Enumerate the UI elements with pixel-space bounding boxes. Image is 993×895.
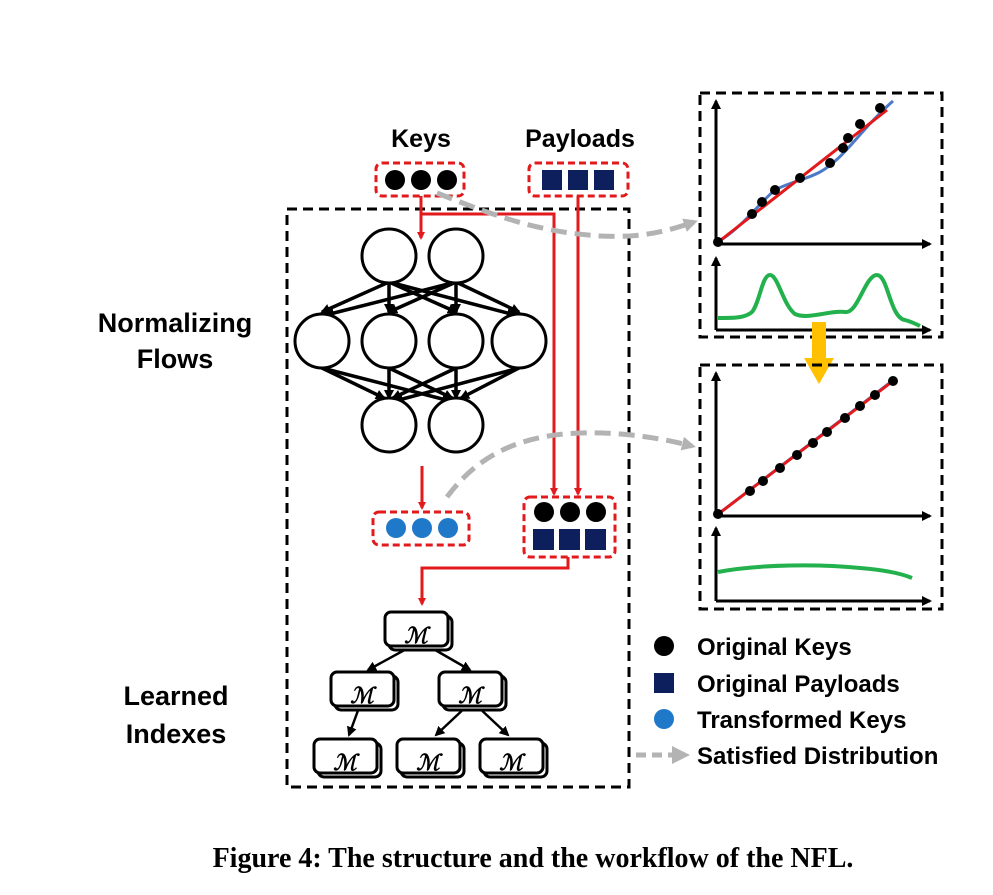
payload-square — [594, 170, 614, 190]
model-symbol: ℳ — [404, 623, 431, 649]
main-container-box — [285, 207, 631, 789]
transformed-keys-group — [371, 510, 471, 547]
density-curve — [717, 563, 913, 580]
model-symbol: ℳ — [499, 750, 526, 776]
payload-square — [585, 529, 606, 550]
transformed-key-dot — [438, 518, 458, 538]
model-symbol: ℳ — [458, 683, 485, 709]
legend-original-payloads-label: Original Payloads — [697, 671, 900, 698]
nn-node — [490, 312, 548, 370]
nn-node — [427, 312, 485, 370]
learned-indexes-label-line1: Learned — [123, 681, 228, 711]
nn-node — [427, 227, 485, 285]
legend-transformed-keys-icon — [654, 709, 674, 729]
legend-original-payloads-icon — [654, 673, 674, 693]
nn-edges — [320, 280, 521, 404]
model-symbol: ℳ — [416, 750, 443, 776]
satisfied-distribution-arrow — [444, 430, 696, 499]
model-symbol: ℳ — [350, 683, 377, 709]
normalizing-flows-label-line1: Normalizing — [98, 308, 253, 338]
transformed-key-dot — [412, 518, 432, 538]
linear-fit-line — [716, 379, 894, 517]
legend: Original Keys Original Payloads Transfor… — [636, 634, 938, 770]
model-node: ℳ — [395, 737, 466, 779]
nn-node — [293, 312, 351, 370]
model-symbol: ℳ — [333, 750, 360, 776]
legend-transformed-keys-label: Transformed Keys — [697, 707, 906, 734]
original-key-points — [713, 103, 885, 247]
original-key-dot — [385, 170, 405, 190]
model-node: ℳ — [312, 737, 383, 779]
legend-original-keys-label: Original Keys — [697, 634, 852, 661]
model-node: ℳ — [383, 610, 454, 652]
payload-square — [568, 170, 588, 190]
density-curve — [717, 272, 921, 328]
satisfied-distribution-arrow — [436, 190, 698, 239]
learned-indexes-label-line2: Indexes — [126, 719, 227, 749]
payload-square — [542, 170, 562, 190]
nn-nodes — [293, 227, 548, 454]
payload-square — [533, 529, 554, 550]
transformed-key-points — [713, 376, 898, 519]
nn-node — [427, 396, 485, 454]
legend-satisfied-distribution-label: Satisfied Distribution — [697, 743, 938, 770]
original-key-dot — [560, 502, 580, 522]
keys-label: Keys — [391, 125, 451, 153]
nn-node — [360, 227, 418, 285]
model-node: ℳ — [478, 737, 549, 779]
original-key-dot — [534, 502, 554, 522]
legend-original-keys-icon — [654, 636, 674, 656]
legend-dashed-arrow-head-icon — [672, 746, 690, 764]
nn-node — [360, 396, 418, 454]
model-node: ℳ — [329, 670, 400, 712]
figure-caption: Figure 4: The structure and the workflow… — [213, 843, 854, 874]
payload-square — [559, 529, 580, 550]
original-key-dot — [411, 170, 431, 190]
nn-node — [360, 312, 418, 370]
red-flow-lines — [417, 196, 582, 606]
original-distribution-panel — [698, 91, 944, 339]
combined-keys-payloads-group — [522, 495, 617, 559]
transformed-distribution-panel — [698, 363, 944, 611]
model-node: ℳ — [437, 670, 508, 712]
payloads-label: Payloads — [525, 125, 635, 153]
original-keys-group — [374, 161, 466, 198]
original-key-dot — [586, 502, 606, 522]
transform-arrow — [804, 322, 834, 384]
original-payloads-group — [527, 161, 630, 198]
transformed-key-dot — [386, 518, 406, 538]
original-key-dot — [437, 170, 457, 190]
normalizing-flows-label-line2: Flows — [137, 344, 214, 374]
